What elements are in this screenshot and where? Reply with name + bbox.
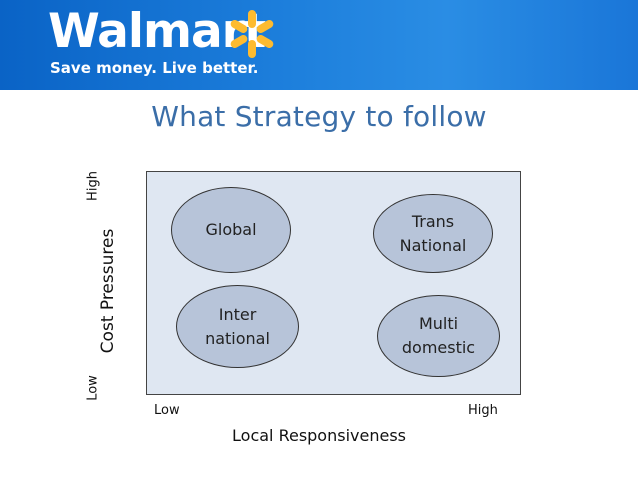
x-axis-high-label: High <box>468 403 498 418</box>
oval-multidomestic-line-2: domestic <box>401 338 476 357</box>
oval-international-line-2: national <box>205 328 270 348</box>
oval-transnational-line-2: National <box>399 235 467 255</box>
x-axis-title: Local Responsiveness <box>232 426 406 445</box>
oval-international-line-1: Inter <box>218 304 257 324</box>
tagline: Save money. Live better. <box>50 59 259 77</box>
y-axis-high-label: High <box>85 171 101 201</box>
oval-transnational: Trans National <box>373 194 493 273</box>
x-axis-low-label: Low <box>154 403 180 418</box>
walmart-logo: Walmart <box>48 4 266 59</box>
header-banner: Walmart Save money. Live better. <box>0 0 638 90</box>
y-axis-title: Cost Pressures <box>98 228 118 354</box>
spark-icon <box>230 10 274 58</box>
oval-international: Inter national <box>176 285 299 368</box>
oval-multidomestic: Multi domestic <box>377 295 500 377</box>
strategy-matrix: Global Trans National Inter national Mul… <box>146 171 521 395</box>
slide-title: What Strategy to follow <box>151 100 487 133</box>
oval-multidomestic-line-1: Multi <box>418 314 459 333</box>
oval-global: Global <box>171 187 291 273</box>
oval-transnational-line-1: Trans <box>411 211 455 231</box>
oval-global-line-1: Global <box>205 220 257 239</box>
y-axis-low-label: Low <box>85 375 101 401</box>
